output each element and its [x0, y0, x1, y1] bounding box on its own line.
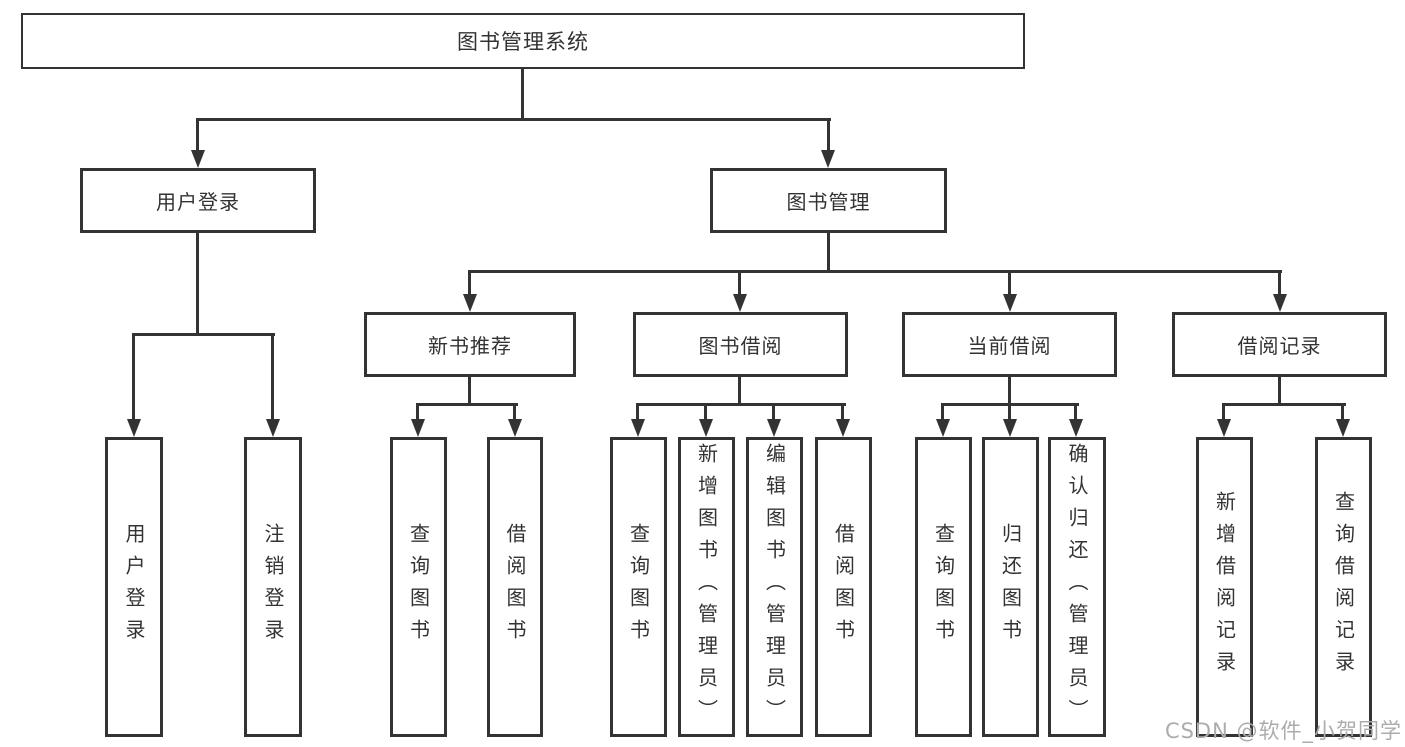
leaf-current-confirm-return-admin: 确认归还（管理员） — [1048, 437, 1106, 737]
connector-drop-new-book — [468, 270, 471, 296]
arrow-down-icon — [1003, 294, 1017, 312]
connector-drop — [1008, 403, 1011, 420]
leaf-logout-label: 注销登录 — [261, 523, 285, 651]
connector-borrow-record-stem — [1278, 375, 1281, 406]
node-current-borrow: 当前借阅 — [902, 312, 1117, 377]
connector-drop — [1222, 403, 1225, 420]
arrow-down-icon — [1217, 419, 1231, 437]
leaf-user-login: 用户登录 — [105, 437, 163, 737]
connector-user-login-stem — [196, 233, 199, 336]
connector-borrow-record-rail — [1222, 403, 1346, 406]
leaf-current-query-books-label: 查询图书 — [931, 523, 956, 651]
node-user-login-label: 用户登录 — [156, 190, 240, 214]
leaf-borrow-borrow-books-label: 借阅图书 — [831, 523, 856, 651]
leaf-record-query: 查询借阅记录 — [1315, 437, 1372, 737]
connector-drop — [941, 403, 944, 420]
arrow-down-icon — [191, 150, 205, 168]
arrow-down-icon — [733, 294, 747, 312]
connector-book-mgmt-stem — [827, 233, 830, 273]
node-new-book-recommend: 新书推荐 — [364, 312, 576, 377]
arrow-down-icon — [1336, 419, 1350, 437]
leaf-newbook-borrow-books: 借阅图书 — [487, 437, 543, 737]
connector-drop-borrow-record — [1278, 270, 1281, 296]
node-book-borrow-label: 图书借阅 — [698, 334, 783, 358]
arrow-down-icon — [767, 419, 781, 437]
leaf-current-return-books-label: 归还图书 — [998, 523, 1023, 651]
connector-root-rail — [196, 118, 831, 121]
leaf-record-add: 新增借阅记录 — [1196, 437, 1253, 737]
arrow-down-icon — [836, 419, 850, 437]
connector-drop-book-borrow — [738, 270, 741, 296]
leaf-newbook-borrow-books-label: 借阅图书 — [503, 523, 527, 651]
arrow-down-icon — [1273, 294, 1287, 312]
connector-drop — [841, 403, 844, 420]
node-borrow-record: 借阅记录 — [1172, 312, 1387, 377]
connector-drop-book-mgmt — [827, 118, 830, 152]
leaf-borrow-query-books-label: 查询图书 — [626, 523, 651, 651]
leaf-borrow-edit-books-admin: 编辑图书（管理员） — [746, 437, 803, 737]
leaf-borrow-query-books: 查询图书 — [610, 437, 667, 737]
connector-user-login-rail — [132, 333, 275, 336]
connector-drop-user-login — [196, 118, 199, 152]
connector-drop-current-borrow — [1008, 270, 1011, 296]
connector-drop-leaf-logout — [271, 333, 274, 421]
connector-drop — [636, 403, 639, 420]
node-root: 图书管理系统 — [21, 13, 1025, 69]
leaf-borrow-borrow-books: 借阅图书 — [815, 437, 872, 737]
leaf-record-add-label: 新增借阅记录 — [1212, 491, 1237, 683]
node-user-login: 用户登录 — [80, 168, 316, 233]
connector-current-borrow-stem — [1008, 375, 1011, 406]
watermark: CSDN @软件_小贺同学 — [1164, 719, 1402, 743]
connector-drop — [416, 403, 419, 420]
leaf-newbook-query-books-label: 查询图书 — [406, 523, 431, 651]
node-book-management: 图书管理 — [710, 168, 947, 233]
connector-drop — [513, 403, 516, 420]
arrow-down-icon — [508, 419, 522, 437]
connector-new-book-stem — [468, 375, 471, 406]
arrow-down-icon — [631, 419, 645, 437]
connector-book-borrow-rail — [636, 403, 846, 406]
arrow-down-icon — [127, 419, 141, 437]
leaf-logout: 注销登录 — [244, 437, 302, 737]
leaf-borrow-add-books-admin: 新增图书（管理员） — [678, 437, 735, 737]
node-book-management-label: 图书管理 — [786, 190, 871, 214]
leaf-newbook-query-books: 查询图书 — [390, 437, 447, 737]
arrow-down-icon — [411, 419, 425, 437]
leaf-current-confirm-return-admin-label: 确认归还（管理员） — [1065, 443, 1089, 731]
leaf-record-query-label: 查询借阅记录 — [1331, 491, 1356, 683]
arrow-down-icon — [1069, 419, 1083, 437]
connector-book-mgmt-rail — [468, 270, 1282, 273]
connector-drop — [772, 403, 775, 420]
arrow-down-icon — [936, 419, 950, 437]
leaf-current-return-books: 归还图书 — [982, 437, 1039, 737]
arrow-down-icon — [266, 419, 280, 437]
node-new-book-recommend-label: 新书推荐 — [428, 334, 512, 358]
connector-drop-leaf-login — [132, 333, 135, 421]
leaf-user-login-label: 用户登录 — [122, 523, 146, 651]
node-current-borrow-label: 当前借阅 — [967, 334, 1052, 358]
arrow-down-icon — [821, 150, 835, 168]
node-root-label: 图书管理系统 — [457, 30, 589, 54]
leaf-current-query-books: 查询图书 — [915, 437, 972, 737]
node-borrow-record-label: 借阅记录 — [1237, 334, 1322, 358]
connector-book-borrow-stem — [738, 375, 741, 406]
leaf-borrow-add-books-admin-label: 新增图书（管理员） — [694, 443, 719, 731]
connector-new-book-rail — [416, 403, 518, 406]
arrow-down-icon — [463, 294, 477, 312]
arrow-down-icon — [699, 419, 713, 437]
leaf-borrow-edit-books-admin-label: 编辑图书（管理员） — [762, 443, 787, 731]
arrow-down-icon — [1003, 419, 1017, 437]
connector-drop — [1341, 403, 1344, 420]
connector-root-stem — [521, 66, 524, 120]
connector-drop — [704, 403, 707, 420]
connector-drop — [1074, 403, 1077, 420]
node-book-borrow: 图书借阅 — [633, 312, 848, 377]
